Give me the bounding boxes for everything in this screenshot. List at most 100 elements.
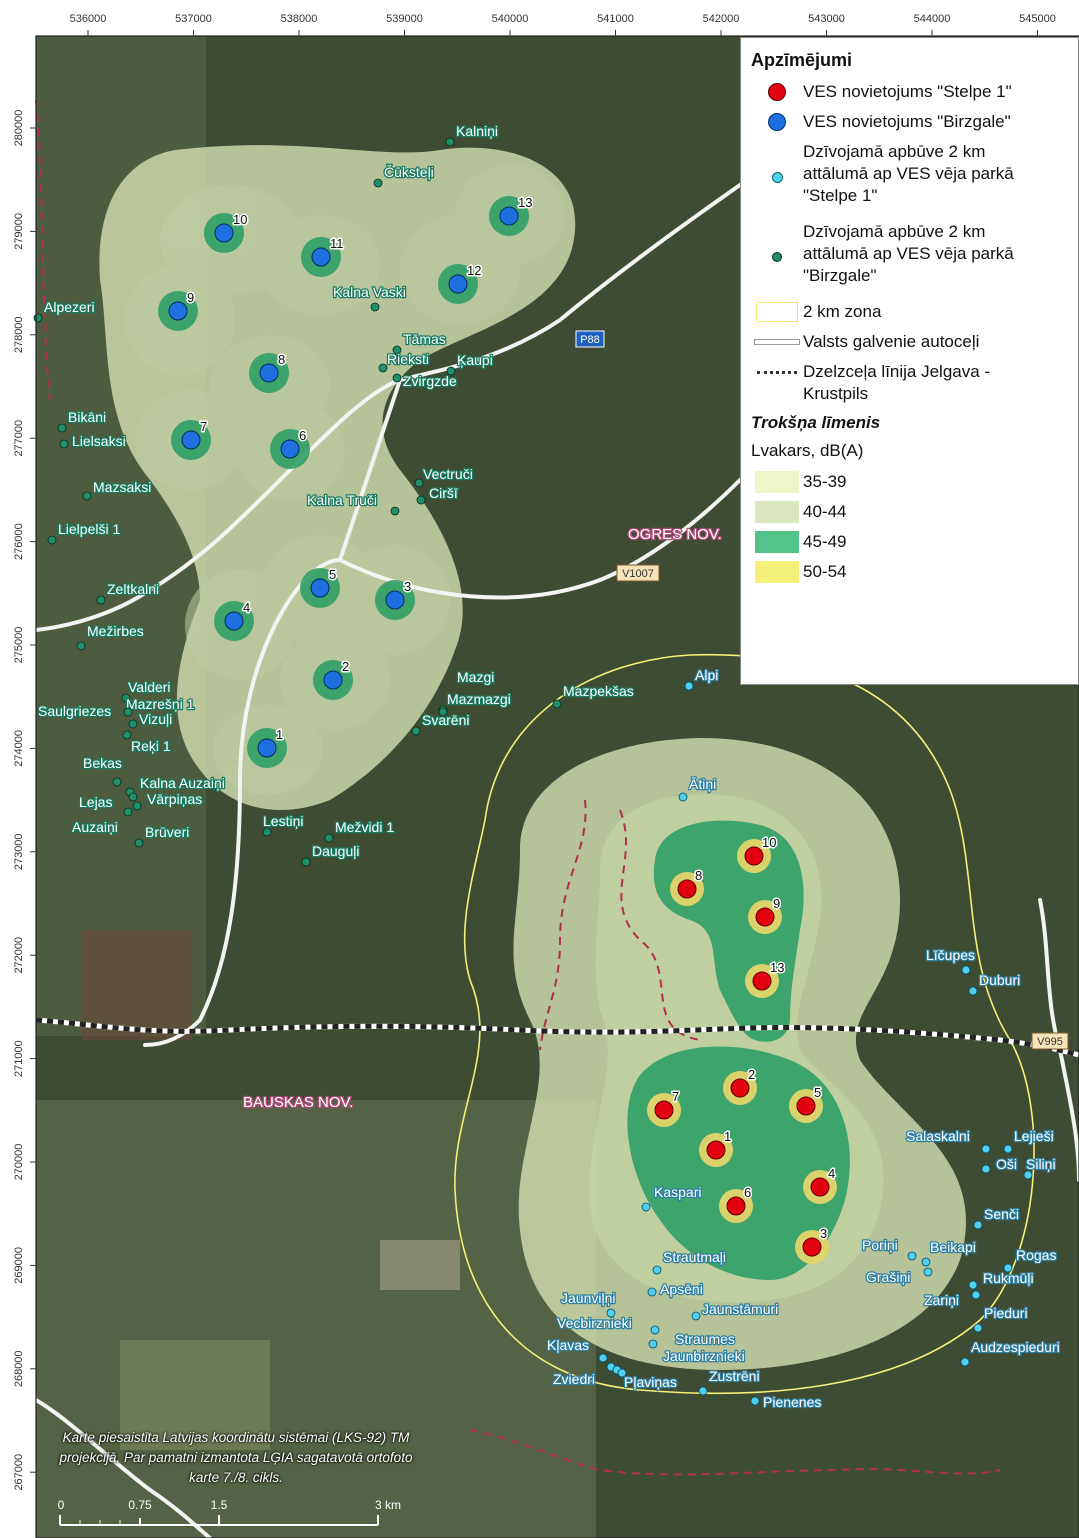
red-circle-icon	[751, 81, 803, 103]
y-tick-label: 268000	[13, 1350, 25, 1387]
dwelling-birzgale-icon	[123, 807, 133, 817]
noise-class-item: 35-39	[751, 471, 1068, 493]
scale-label: 3 km	[375, 1498, 401, 1512]
dwelling-stelpe-icon	[973, 1220, 983, 1230]
place-label: Svarēni	[422, 712, 469, 728]
turbine-number: 3	[404, 579, 411, 594]
dwelling-birzgale-icon	[445, 137, 455, 147]
turbine-number: 10	[233, 212, 247, 227]
turbine-number: 4	[828, 1166, 835, 1181]
place-label: Bekas	[83, 755, 122, 771]
turbine-birzgale-icon	[259, 363, 279, 383]
turbine-number: 6	[744, 1185, 751, 1200]
place-label: Bikāni	[68, 409, 106, 425]
turbine-stelpe-icon	[677, 879, 697, 899]
place-label: Apsēni	[660, 1281, 703, 1297]
x-tick-label: 545000	[1019, 13, 1056, 25]
turbine-number: 9	[187, 290, 194, 305]
municipality-border	[35, 99, 1001, 1476]
place-label: Ātiņi	[689, 776, 716, 792]
turbine-stelpe-icon	[726, 1196, 746, 1216]
dwelling-birzgale-icon	[76, 641, 86, 651]
place-label: Rukmūļi	[983, 1270, 1034, 1286]
noise-class-label: 40-44	[803, 502, 847, 521]
road-label: V995	[1037, 1036, 1063, 1048]
turbine-number: 7	[200, 419, 207, 434]
turbine-stelpe-icon	[744, 846, 764, 866]
dwelling-birzgale-icon	[128, 792, 138, 802]
dwelling-birzgale-icon	[373, 178, 383, 188]
field-patch	[120, 1340, 270, 1450]
dwelling-stelpe-icon	[907, 1251, 917, 1261]
x-tick-label: 536000	[70, 13, 107, 25]
turbine-number: 2	[748, 1067, 755, 1082]
y-tick-label: 269000	[13, 1247, 25, 1284]
y-tick-label: 272000	[13, 937, 25, 974]
dwelling-stelpe-icon	[698, 1386, 708, 1396]
x-tick-label: 539000	[386, 13, 423, 25]
dwelling-birzgale-icon	[390, 506, 400, 516]
dwelling-birzgale-icon	[370, 302, 380, 312]
dwelling-birzgale-icon	[262, 827, 272, 837]
noise-class-item: 40-44	[751, 501, 1068, 523]
legend-item-railway: Dzelzceļa līnija Jelgava - Krustpils	[751, 361, 1068, 405]
place-label: Dauguļi	[312, 843, 359, 859]
field-patch	[82, 930, 192, 1040]
dwelling-birzgale-icon	[446, 366, 456, 376]
legend-item-2km-zone: 2 km zona	[751, 301, 1068, 323]
turbine-birzgale-icon	[385, 590, 405, 610]
turbine-stelpe-icon	[752, 971, 772, 991]
legend-item-roads: Valsts galvenie autoceļi	[751, 331, 1068, 353]
field-patch	[380, 1240, 460, 1290]
turbine-birzgale-icon	[168, 301, 188, 321]
place-label: Vārpiņas	[147, 791, 202, 807]
x-tick-label: 543000	[808, 13, 845, 25]
dwelling-birzgale-icon	[378, 363, 388, 373]
y-tick-label: 278000	[13, 316, 25, 353]
noise-title: Trokšņa līmenis	[751, 413, 881, 432]
place-label: Kalniņi	[456, 123, 498, 139]
place-label: Grašiņi	[866, 1269, 910, 1285]
turbine-stelpe-icon	[706, 1140, 726, 1160]
dwelling-birzgale-icon	[112, 777, 122, 787]
place-label: Lielsaksi	[72, 433, 126, 449]
blue-circle-icon	[751, 111, 803, 133]
place-label: Zariņi	[924, 1292, 959, 1308]
dwelling-birzgale-icon	[392, 373, 402, 383]
dwelling-birzgale-icon	[82, 491, 92, 501]
place-label: Valderi	[128, 679, 171, 695]
turbine-number: 13	[770, 960, 784, 975]
place-label: Zviedri	[553, 1371, 595, 1387]
place-label: Zustrēni	[709, 1368, 760, 1384]
cyan-dot-icon	[751, 141, 803, 213]
dwelling-stelpe-icon	[921, 1257, 931, 1267]
dwelling-birzgale-icon	[414, 478, 424, 488]
place-label: Mežvidi 1	[335, 819, 394, 835]
place-label: Mežirbes	[87, 623, 144, 639]
x-tick-label: 538000	[281, 13, 318, 25]
color-swatch-icon	[751, 471, 803, 493]
road-line-icon	[751, 331, 803, 353]
place-label: Vecbirznieki	[557, 1315, 632, 1331]
zone-outline-icon	[751, 301, 803, 323]
noise-class-label: 50-54	[803, 562, 847, 581]
y-tick-label: 277000	[13, 420, 25, 457]
turbine-number: 1	[276, 727, 283, 742]
turbine-birzgale-icon	[257, 738, 277, 758]
place-label: Pienenes	[763, 1394, 821, 1410]
turbine-number: 12	[467, 263, 481, 278]
dwelling-birzgale-icon	[438, 707, 448, 717]
dwelling-birzgale-icon	[132, 801, 142, 811]
turbine-number: 3	[820, 1226, 827, 1241]
green-dot-icon	[751, 221, 803, 293]
place-label: Kalna Auzaiņi	[140, 775, 225, 791]
x-tick-label: 542000	[703, 13, 740, 25]
place-label: Straumes	[675, 1331, 735, 1347]
noise-class-item: 45-49	[751, 531, 1068, 553]
dwelling-stelpe-icon	[1003, 1263, 1013, 1273]
dwelling-birzgale-icon	[324, 833, 334, 843]
dwelling-birzgale-icon	[59, 439, 69, 449]
dwelling-stelpe-icon	[981, 1144, 991, 1154]
